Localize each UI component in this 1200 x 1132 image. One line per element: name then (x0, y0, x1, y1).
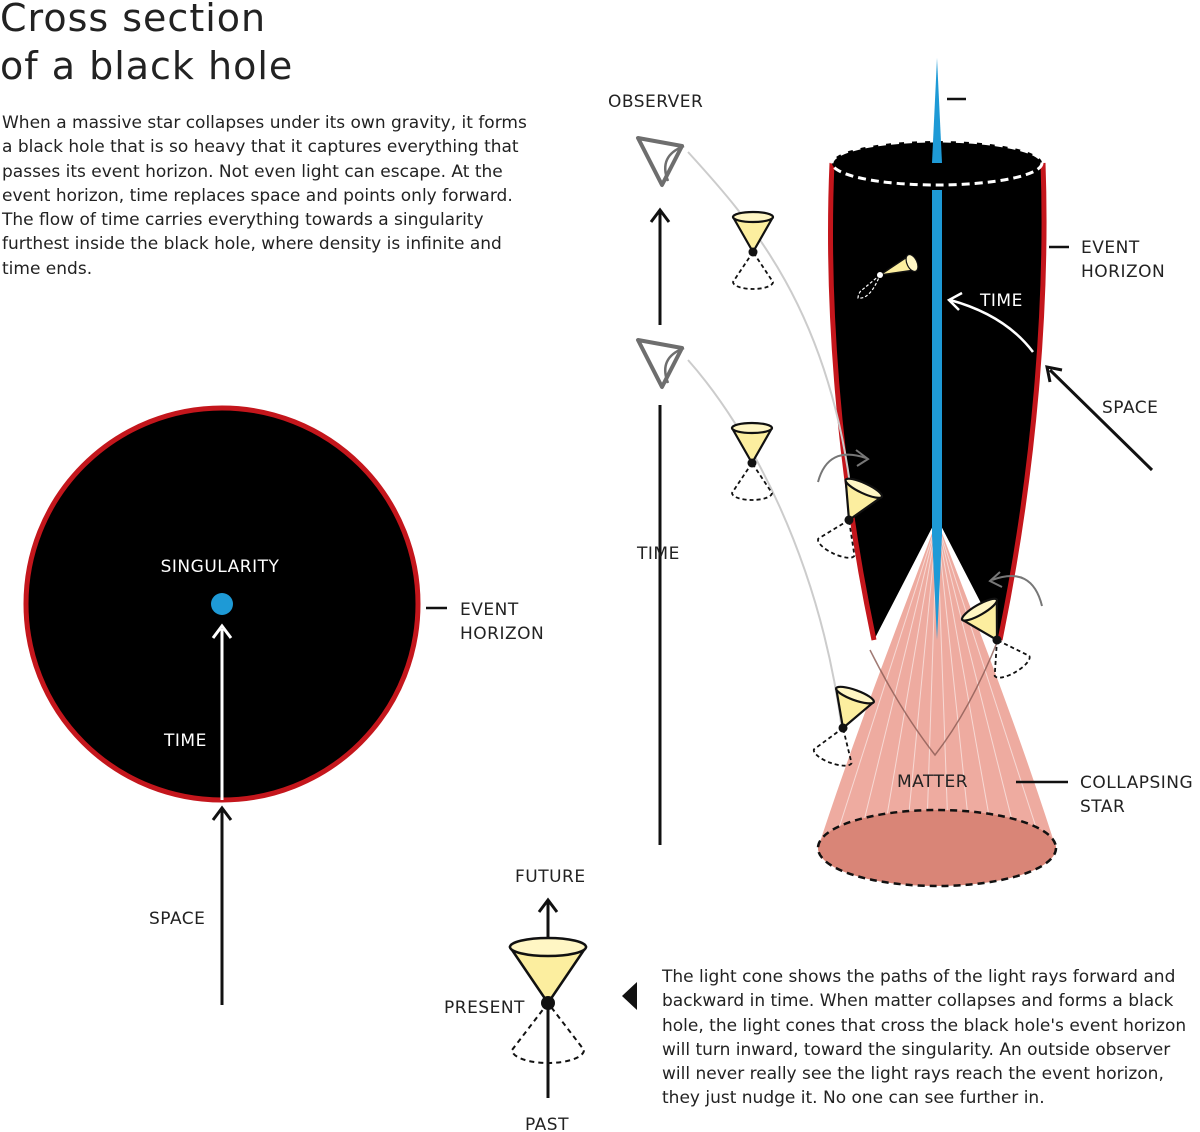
singularity-dot (211, 593, 233, 615)
past-label: PAST (525, 1115, 569, 1132)
time-axis-upper-head (649, 207, 671, 223)
spacetime-diagram: TIME SPACE EVENT HORIZON COLLAPSING STAR… (608, 58, 1193, 888)
horizon-label: HORIZON (1081, 262, 1165, 282)
intro-text: When a massive star collapses under its … (2, 113, 527, 279)
inside-time-label: TIME (979, 291, 1023, 311)
present-label: PRESENT (444, 998, 525, 1018)
legend-present-dot (541, 996, 555, 1010)
title-line-1: Cross section (0, 0, 267, 40)
cross-horizon-label: HORIZON (460, 624, 544, 644)
light-cone-inside-icon (857, 253, 919, 299)
star-label: STAR (1080, 797, 1125, 817)
legend-future-rim (508, 936, 588, 958)
event-label: EVENT (1081, 238, 1140, 258)
cross-singularity-label: SINGULARITY (161, 557, 280, 577)
collapsing-label: COLLAPSING (1080, 773, 1193, 793)
observer-label: OBSERVER (608, 92, 703, 112)
rotation-arrow-left (817, 453, 867, 483)
collapsing-star-shape (818, 520, 1056, 886)
light-ray-upper (687, 151, 853, 501)
rotation-arrow-left-head (855, 449, 870, 467)
matter-surface-curve (869, 639, 999, 757)
future-label: FUTURE (515, 867, 586, 887)
time-arrow-head (211, 623, 233, 639)
rotation-arrow-right-head (988, 571, 1003, 588)
cross-section-diagram: SINGULARITY TIME SPACE EVENT HORIZON (23, 405, 544, 1005)
light-ray-lower (687, 359, 843, 731)
star-base (816, 808, 1058, 888)
singularity-spike-bottom (932, 535, 942, 640)
space-diag-arrow-head (1045, 365, 1063, 383)
space-arrow-head (211, 805, 233, 821)
rotation-arrow-right (991, 575, 1043, 607)
title-line-2: of a black hole (0, 44, 294, 88)
singularity-spike-top (932, 58, 942, 163)
time-axis-label: TIME (636, 544, 680, 564)
inside-time-arrow-head (946, 291, 963, 311)
observer-eye-upper-icon (636, 136, 686, 187)
caption-pointer-icon (622, 982, 637, 1010)
cross-event-label: EVENT (460, 600, 519, 620)
light-cone-legend: FUTURE PRESENT PAST (444, 867, 637, 1132)
event-horizon-edge-right (997, 162, 1047, 641)
observer-eye-lower-icon (636, 338, 686, 389)
inside-time-arrow (949, 298, 1034, 353)
caption-text: The light cone shows the paths of the li… (662, 967, 1187, 1109)
matter-label: MATTER (897, 772, 968, 792)
space-diag-arrow (1048, 368, 1154, 472)
event-horizon-edge-left (828, 162, 877, 641)
space-label: SPACE (1102, 398, 1158, 418)
legend-axis-head (537, 897, 559, 913)
page-title: Cross section of a black hole (0, 0, 293, 90)
light-cone-outside-lower-icon (730, 421, 774, 502)
singularity-spike (932, 190, 942, 535)
cross-space-label: SPACE (149, 909, 205, 929)
legend-past-cone (511, 1002, 585, 1064)
cross-time-label: TIME (163, 731, 207, 751)
